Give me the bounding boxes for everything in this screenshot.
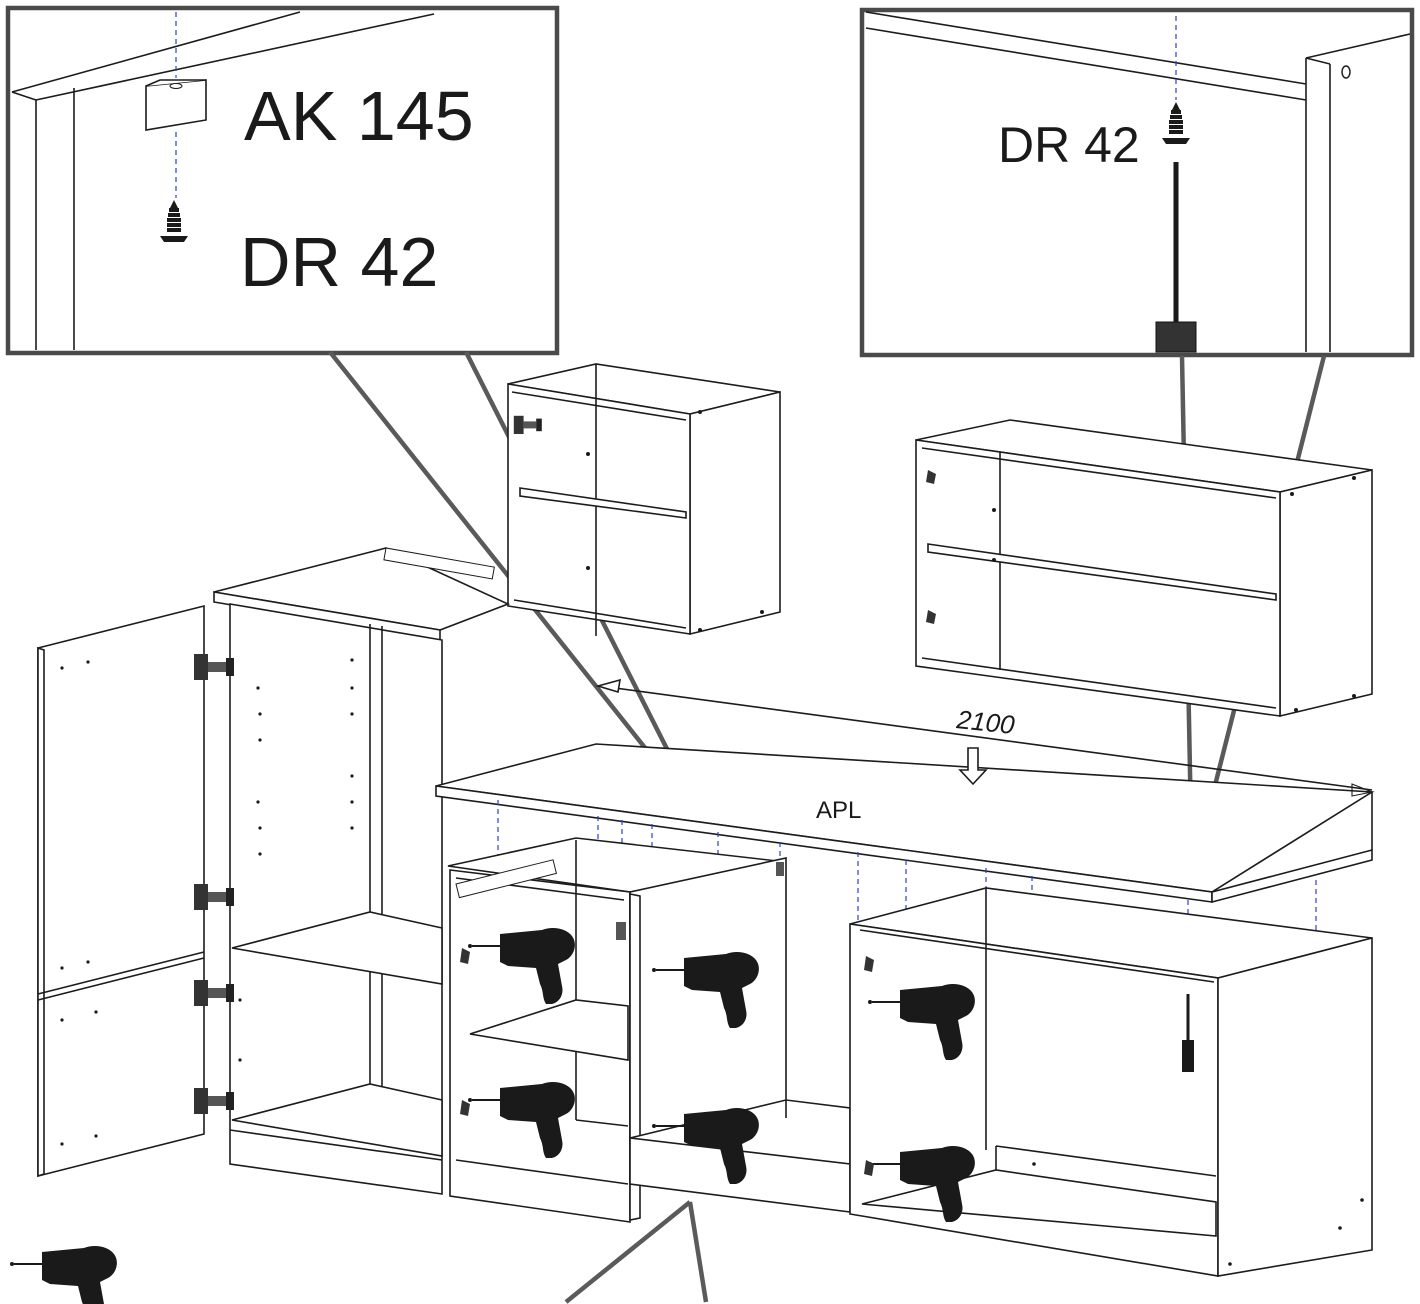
- dowel-label-left: DR 42: [240, 223, 438, 301]
- worktop-label: APL: [816, 797, 861, 824]
- dimension-label: 2100: [954, 704, 1016, 740]
- base-cabinet-drawer: [616, 857, 851, 1221]
- tall-cabinet: [37, 547, 511, 1195]
- screwdriver-icon: [1182, 994, 1194, 1072]
- detail-callout-left: AK 145 DR 42: [5, 5, 560, 356]
- connector-label: AK 145: [244, 77, 474, 155]
- dowel-label-right: DR 42: [998, 117, 1140, 173]
- worktop: 2100 APL: [435, 678, 1375, 904]
- wall-cabinet-small: [507, 363, 781, 636]
- drill-icon: [9, 1245, 118, 1304]
- base-cabinet-right: [849, 887, 1373, 1277]
- detail-callout-right: DR 42: [859, 7, 1415, 358]
- arrow-down-icon: [958, 747, 988, 786]
- drawer-runner-icon: [455, 859, 558, 899]
- wall-cabinet-large: [915, 419, 1373, 718]
